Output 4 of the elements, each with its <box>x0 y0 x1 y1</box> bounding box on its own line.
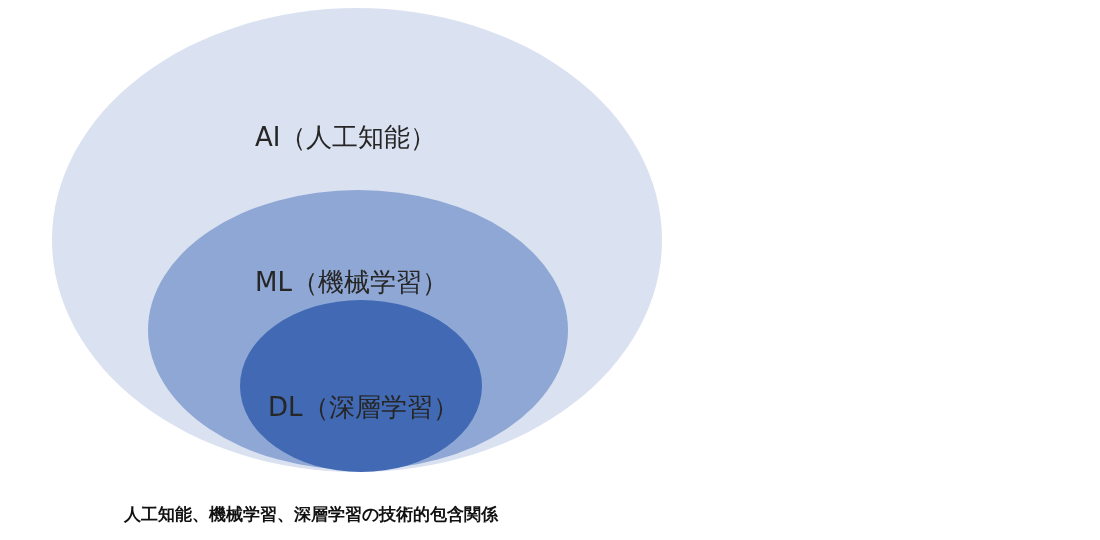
ellipse-label: DL（深層学習） <box>268 391 459 424</box>
caption: 人工知能、機械学習、深層学習の技術的包含関係 <box>124 503 498 526</box>
ellipse-label: AI（人工知能） <box>255 121 437 154</box>
ellipse-label: ML（機械学習） <box>255 266 448 299</box>
